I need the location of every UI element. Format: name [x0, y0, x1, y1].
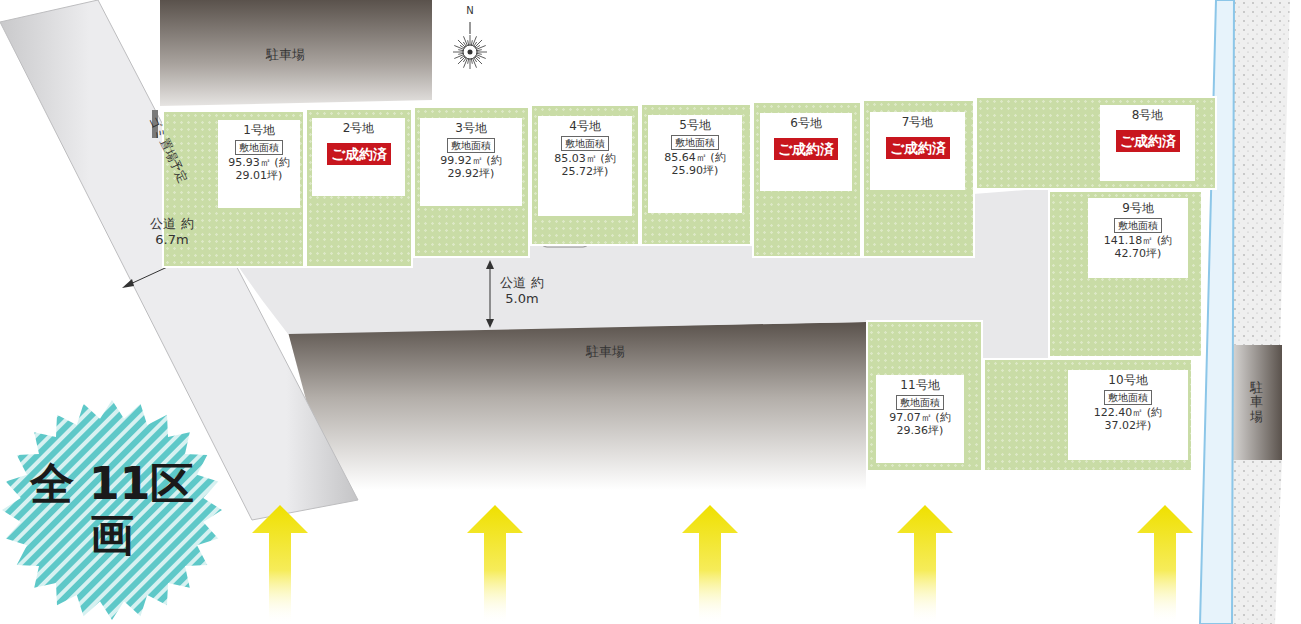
section-count-badge: 全 11区画 [0, 398, 224, 622]
area-tag: 敷地面積 [1114, 218, 1162, 233]
area-value: 122.40㎡ (約37.02坪) [1087, 406, 1169, 434]
lot-parcel: 3号地敷地面積99.92㎡ (約29.92坪) [413, 106, 530, 258]
area-tag: 敷地面積 [447, 138, 495, 153]
parking-label: 駐車場 [586, 344, 625, 360]
parking-label: 駐車場 [1250, 381, 1263, 424]
area-value: 85.03㎡ (約25.72坪) [544, 152, 626, 180]
lot-number: 11号地 [900, 378, 939, 394]
lot-parcel: 8号地ご成約済 [975, 96, 1217, 190]
lot-number: 8号地 [1132, 108, 1164, 124]
lot-parcel: 4号地敷地面積85.03㎡ (約25.72坪) [530, 104, 640, 246]
lot-parcel: 10号地敷地面積122.40㎡ (約37.02坪) [983, 358, 1193, 472]
lot-parcel: 2号地ご成約済 [305, 108, 413, 268]
badge-text: 全 11区画 [12, 459, 212, 560]
building-footprint: 1号地敷地面積95.93㎡ (約29.01坪) [218, 120, 300, 208]
lot-number: 1号地 [243, 123, 275, 139]
lot-number: 9号地 [1122, 201, 1154, 217]
lot-parcel: 5号地敷地面積85.64㎡ (約25.90坪) [640, 103, 752, 246]
building-footprint: 6号地ご成約済 [760, 113, 852, 191]
area-value: 85.64㎡ (約25.90坪) [654, 151, 736, 179]
building-footprint: 4号地敷地面積85.03㎡ (約25.72坪) [538, 116, 632, 216]
area-tag: 敷地面積 [1104, 390, 1152, 405]
lot-parcel: 9号地敷地面積141.18㎡ (約42.70坪) [1048, 190, 1203, 358]
lot-parcel: 7号地ご成約済 [862, 99, 975, 258]
building-footprint: 8号地ご成約済 [1100, 105, 1195, 181]
building-footprint: 10号地敷地面積122.40㎡ (約37.02坪) [1068, 370, 1188, 460]
area-tag: 敷地面積 [235, 140, 283, 155]
lot-number: 3号地 [455, 121, 487, 137]
lot-parcel: 6号地ご成約済 [752, 101, 862, 258]
area-tag: 敷地面積 [896, 395, 944, 410]
building-footprint: 7号地ご成約済 [870, 112, 965, 190]
area-value: 97.07㎡ (約29.36坪) [879, 411, 961, 439]
lot-number: 7号地 [902, 115, 934, 131]
building-footprint: 3号地敷地面積99.92㎡ (約29.92坪) [420, 118, 522, 206]
lot-number: 4号地 [569, 119, 601, 135]
lot-number: 6号地 [790, 116, 822, 132]
area-value: 141.18㎡ (約42.70坪) [1097, 234, 1179, 262]
road-width: 公道 約6.7m [147, 216, 197, 249]
building-footprint: 2号地ご成約済 [312, 118, 405, 196]
lot-number: 5号地 [679, 118, 711, 134]
sold-stamp: ご成約済 [327, 143, 391, 165]
area-value: 95.93㎡ (約29.01坪) [220, 156, 298, 184]
sold-stamp: ご成約済 [774, 138, 838, 160]
building-footprint: 9号地敷地面積141.18㎡ (約42.70坪) [1088, 198, 1188, 278]
sold-stamp: ご成約済 [1116, 130, 1180, 152]
garbage-point-note: ゴミ置場予定 [145, 114, 190, 185]
building-footprint: 11号地敷地面積97.07㎡ (約29.36坪) [876, 375, 964, 463]
area-tag: 敷地面積 [561, 136, 609, 151]
lot-number: 10号地 [1108, 373, 1147, 389]
road-width: 公道 約5.0m [497, 275, 547, 308]
north-mark: N [466, 5, 473, 18]
building-footprint: 5号地敷地面積85.64㎡ (約25.90坪) [648, 115, 742, 213]
parking-label: 駐車場 [266, 47, 305, 63]
lot-parcel: 11号地敷地面積97.07㎡ (約29.36坪) [866, 320, 983, 472]
area-tag: 敷地面積 [671, 135, 719, 150]
area-value: 99.92㎡ (約29.92坪) [430, 154, 512, 182]
lot-number: 2号地 [343, 121, 375, 137]
sold-stamp: ご成約済 [886, 137, 950, 159]
